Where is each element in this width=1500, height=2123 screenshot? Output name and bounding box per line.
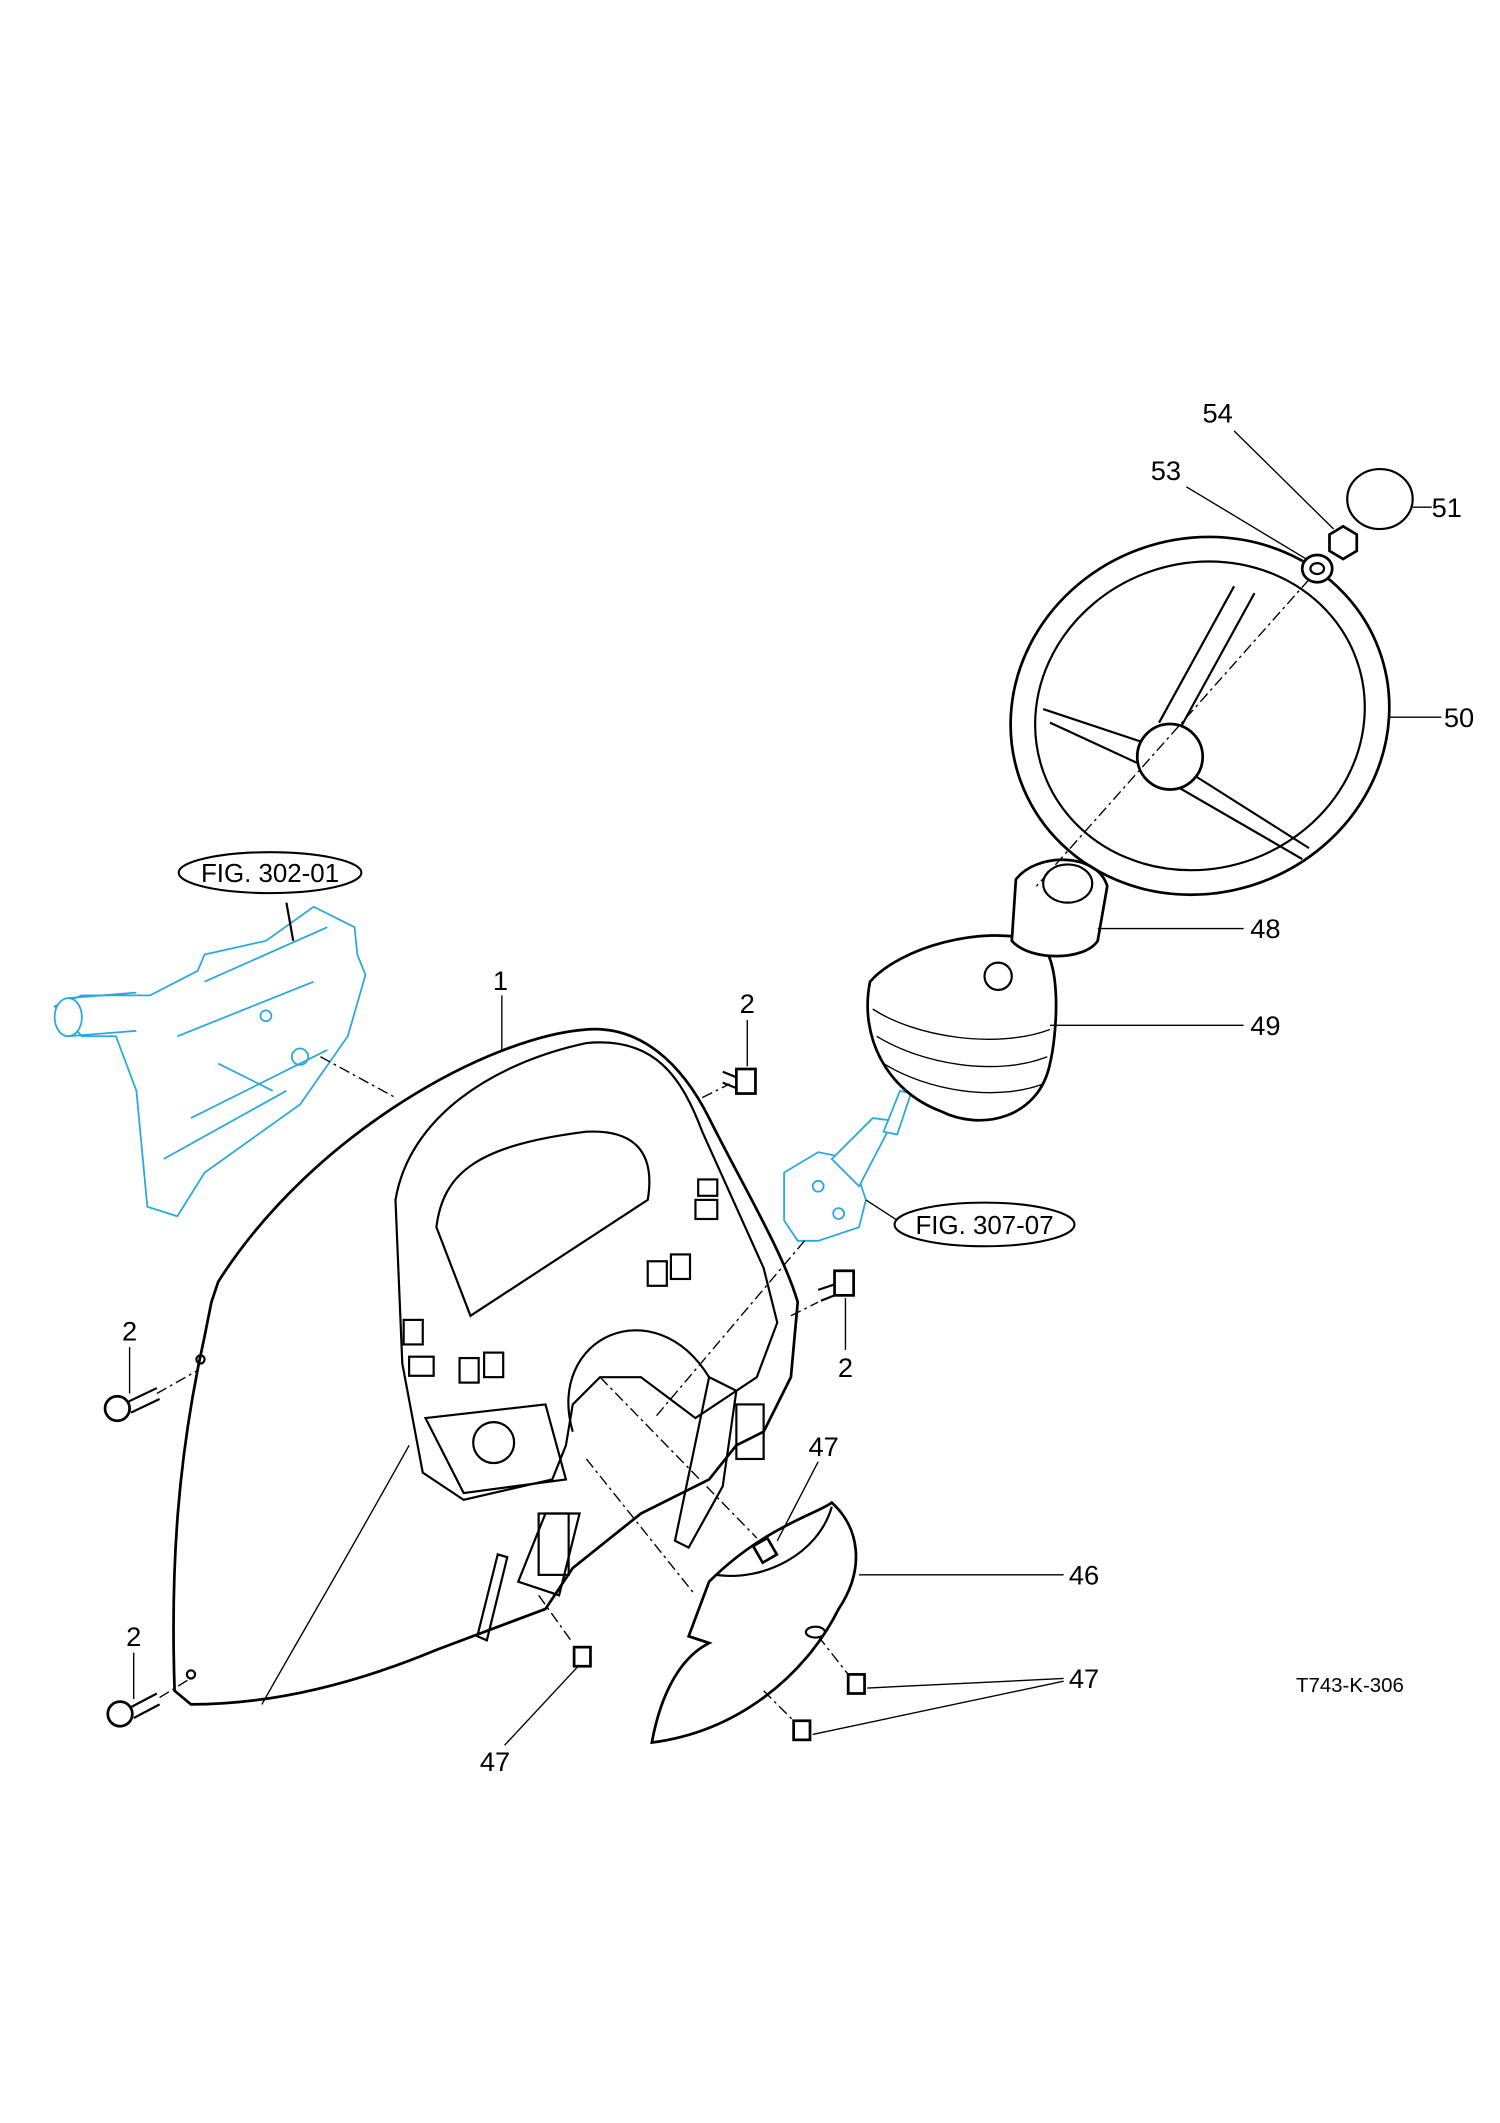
screw-47-lower-left: 47 <box>480 1594 592 1777</box>
part-50-steering-wheel <box>1009 535 1391 897</box>
steering-column-reference <box>783 1089 913 1242</box>
drawing-code: T743-K-306 <box>1296 1674 1404 1697</box>
callout-50: 50 <box>1388 702 1474 733</box>
svg-text:2: 2 <box>740 988 755 1019</box>
screw-47-center: 47 <box>599 1376 839 1565</box>
fig-307-07-label: FIG. 307-07 <box>915 1212 1053 1240</box>
callout-54: 54 <box>1203 398 1335 530</box>
bolt-2-right: 2 <box>790 1269 855 1383</box>
callout-48: 48 <box>1097 913 1281 944</box>
part-46-lower-cover <box>650 1500 858 1745</box>
screw-47-right-pair: 47 <box>763 1635 1099 1742</box>
fig-307-07-reference[interactable]: FIG. 307-07 <box>865 1199 1076 1248</box>
callout-46: 46 <box>859 1559 1099 1590</box>
svg-text:50: 50 <box>1444 702 1474 733</box>
svg-text:54: 54 <box>1203 398 1233 429</box>
svg-text:46: 46 <box>1069 1559 1099 1590</box>
bolt-2-left-lower: 2 <box>106 1621 189 1728</box>
svg-text:51: 51 <box>1432 492 1462 523</box>
svg-text:48: 48 <box>1250 913 1280 944</box>
part-54-nut <box>1328 524 1359 561</box>
bolt-2-left-upper: 2 <box>103 1315 199 1423</box>
bolt-2-upper: 2 <box>701 988 757 1099</box>
svg-text:49: 49 <box>1250 1010 1280 1041</box>
fig-302-01-label: FIG. 302-01 <box>201 860 339 888</box>
fig-302-01-reference[interactable]: FIG. 302-01 <box>177 851 363 895</box>
pedal-assembly-reference <box>53 902 367 1218</box>
svg-text:2: 2 <box>838 1352 853 1383</box>
callout-51: 51 <box>1412 492 1462 523</box>
svg-text:2: 2 <box>126 1621 141 1652</box>
part-53-washer <box>1300 553 1334 584</box>
part-1-dash-panel <box>172 1027 800 1706</box>
part-48-cover <box>1010 858 1109 958</box>
callout-53: 53 <box>1151 455 1307 560</box>
svg-text:2: 2 <box>122 1315 137 1346</box>
part-49-boot <box>866 934 1058 1122</box>
svg-text:47: 47 <box>480 1746 510 1777</box>
svg-text:1: 1 <box>493 965 508 996</box>
callout-1: 1 <box>493 965 508 1050</box>
part-51-cap <box>1346 467 1414 531</box>
callout-49: 49 <box>1049 1010 1281 1041</box>
svg-text:53: 53 <box>1151 455 1181 486</box>
svg-text:47: 47 <box>1069 1663 1099 1694</box>
svg-text:47: 47 <box>808 1431 838 1462</box>
